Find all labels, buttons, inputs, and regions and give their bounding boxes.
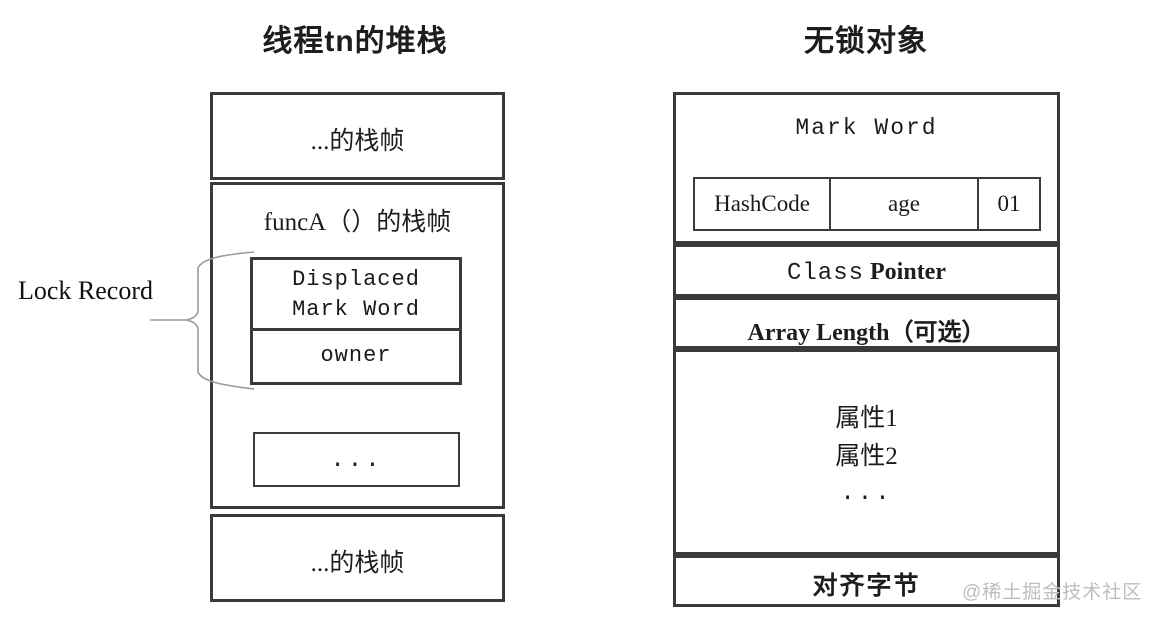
- displaced-line-1: Displaced: [292, 267, 420, 292]
- stack-frame-bottom: ...的栈帧: [210, 514, 505, 602]
- object-class-pointer-section: Class Pointer: [673, 244, 1060, 297]
- lock-record-callout-label: Lock Record: [18, 276, 154, 305]
- lock-record-callout-brace: [150, 251, 255, 390]
- stack-frame-ellipsis-label: ...: [330, 447, 383, 474]
- object-padding-section: 对齐字节: [673, 555, 1060, 607]
- mark-word-cell-age: age: [831, 179, 979, 229]
- object-mark-word-section: Mark Word HashCode age 01: [673, 92, 1060, 244]
- displaced-line-2: Mark Word: [292, 297, 420, 322]
- instance-field-1: 属性1: [835, 405, 898, 432]
- instance-field-2: 属性2: [835, 443, 898, 470]
- left-column-title: 线程tn的堆栈: [262, 25, 448, 58]
- mark-word-cell-row: HashCode age 01: [693, 177, 1041, 231]
- right-column-title: 无锁对象: [804, 25, 928, 58]
- array-length-label: Array Length（可选）: [747, 320, 986, 346]
- mark-word-label: Mark Word: [795, 115, 938, 141]
- instance-fields-list: 属性1 属性2 ...: [676, 400, 1057, 512]
- watermark-text: @稀土掘金技术社区: [962, 582, 1143, 603]
- mark-word-cell-hashcode: HashCode: [695, 179, 831, 229]
- stack-frame-ellipsis-box: ...: [253, 432, 460, 487]
- stack-frame-bottom-label: ...的栈帧: [310, 550, 405, 577]
- padding-label: 对齐字节: [812, 572, 921, 600]
- lock-record-box: Displaced Mark Word owner: [250, 257, 462, 385]
- class-pointer-label-group: Class Pointer: [676, 259, 1057, 287]
- class-pointer-label-part1: Class: [787, 260, 865, 287]
- object-array-length-section: Array Length（可选）: [673, 297, 1060, 349]
- stack-frame-funca-label: funcA（）的栈帧: [263, 209, 452, 236]
- lock-record-owner: owner: [250, 331, 462, 385]
- owner-label: owner: [320, 343, 392, 368]
- mark-word-cell-lockbits: 01: [997, 191, 1021, 216]
- object-instance-fields-section: 属性1 属性2 ...: [673, 349, 1060, 555]
- lock-record-displaced-mark-word: Displaced Mark Word: [250, 257, 462, 331]
- class-pointer-label-part2: Pointer: [870, 259, 946, 285]
- stack-frame-top: ...的栈帧: [210, 92, 505, 180]
- instance-field-ellipsis: ...: [840, 480, 893, 507]
- stack-frame-top-label: ...的栈帧: [310, 128, 405, 155]
